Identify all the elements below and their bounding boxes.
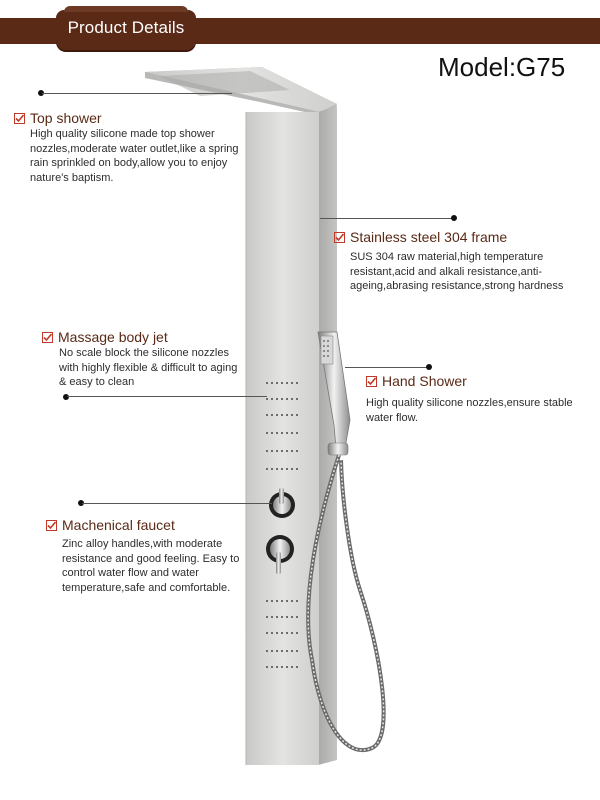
feature-title-text: Machenical faucet [62, 517, 175, 533]
top-shower-head [145, 67, 337, 115]
feature-title-massage-jet: Massage body jet [42, 329, 168, 345]
callout-dot-faucet [78, 500, 84, 506]
callout-dot-massage-jet [63, 394, 69, 400]
callout-dot-top-shower [38, 90, 44, 96]
section-title: Product Details [67, 18, 185, 37]
checkbox-icon [42, 332, 53, 343]
checkbox-icon [14, 113, 25, 124]
feature-desc-faucet: Zinc alloy handles,with moderate resista… [62, 538, 240, 594]
feature-title-top-shower: Top shower [14, 110, 102, 126]
faucet-handle-lower [266, 535, 294, 574]
shower-hose [306, 454, 386, 752]
panel-body [245, 106, 337, 765]
feature-title-hand-shower: Hand Shower [366, 373, 467, 389]
feature-desc-hand-shower: High quality silicone nozzles,ensure sta… [366, 397, 573, 424]
faucet-handle-upper [269, 488, 295, 518]
callout-dot-hand-shower [426, 364, 432, 370]
feature-desc-frame: SUS 304 raw material,high temperature re… [350, 251, 564, 292]
body-jets-upper [266, 382, 298, 470]
feature-title-text: Massage body jet [58, 329, 168, 345]
checkbox-icon [334, 232, 345, 243]
feature-title-text: Hand Shower [382, 373, 467, 389]
feature-desc-top-shower: High quality silicone made top shower no… [30, 128, 239, 184]
feature-title-frame: Stainless steel 304 frame [334, 229, 507, 245]
callout-dot-frame [451, 215, 457, 221]
feature-title-text: Top shower [30, 110, 102, 126]
callout-line-top-shower [42, 93, 232, 94]
callout-line-frame [320, 218, 454, 219]
checkbox-icon [366, 376, 377, 387]
callout-line-hand-shower [345, 367, 429, 368]
hand-shower [317, 331, 351, 456]
checkbox-icon [46, 520, 57, 531]
feature-title-faucet: Machenical faucet [46, 517, 175, 533]
callout-line-massage-jet [67, 396, 267, 397]
feature-title-text: Stainless steel 304 frame [350, 229, 508, 245]
callout-line-faucet [82, 503, 272, 504]
header-tab-notch [64, 6, 188, 12]
model-label: Model:G75 [438, 52, 566, 82]
feature-desc-massage-jet: No scale block the silicone nozzles with… [59, 347, 238, 388]
header-tab: Product Details [56, 6, 196, 50]
